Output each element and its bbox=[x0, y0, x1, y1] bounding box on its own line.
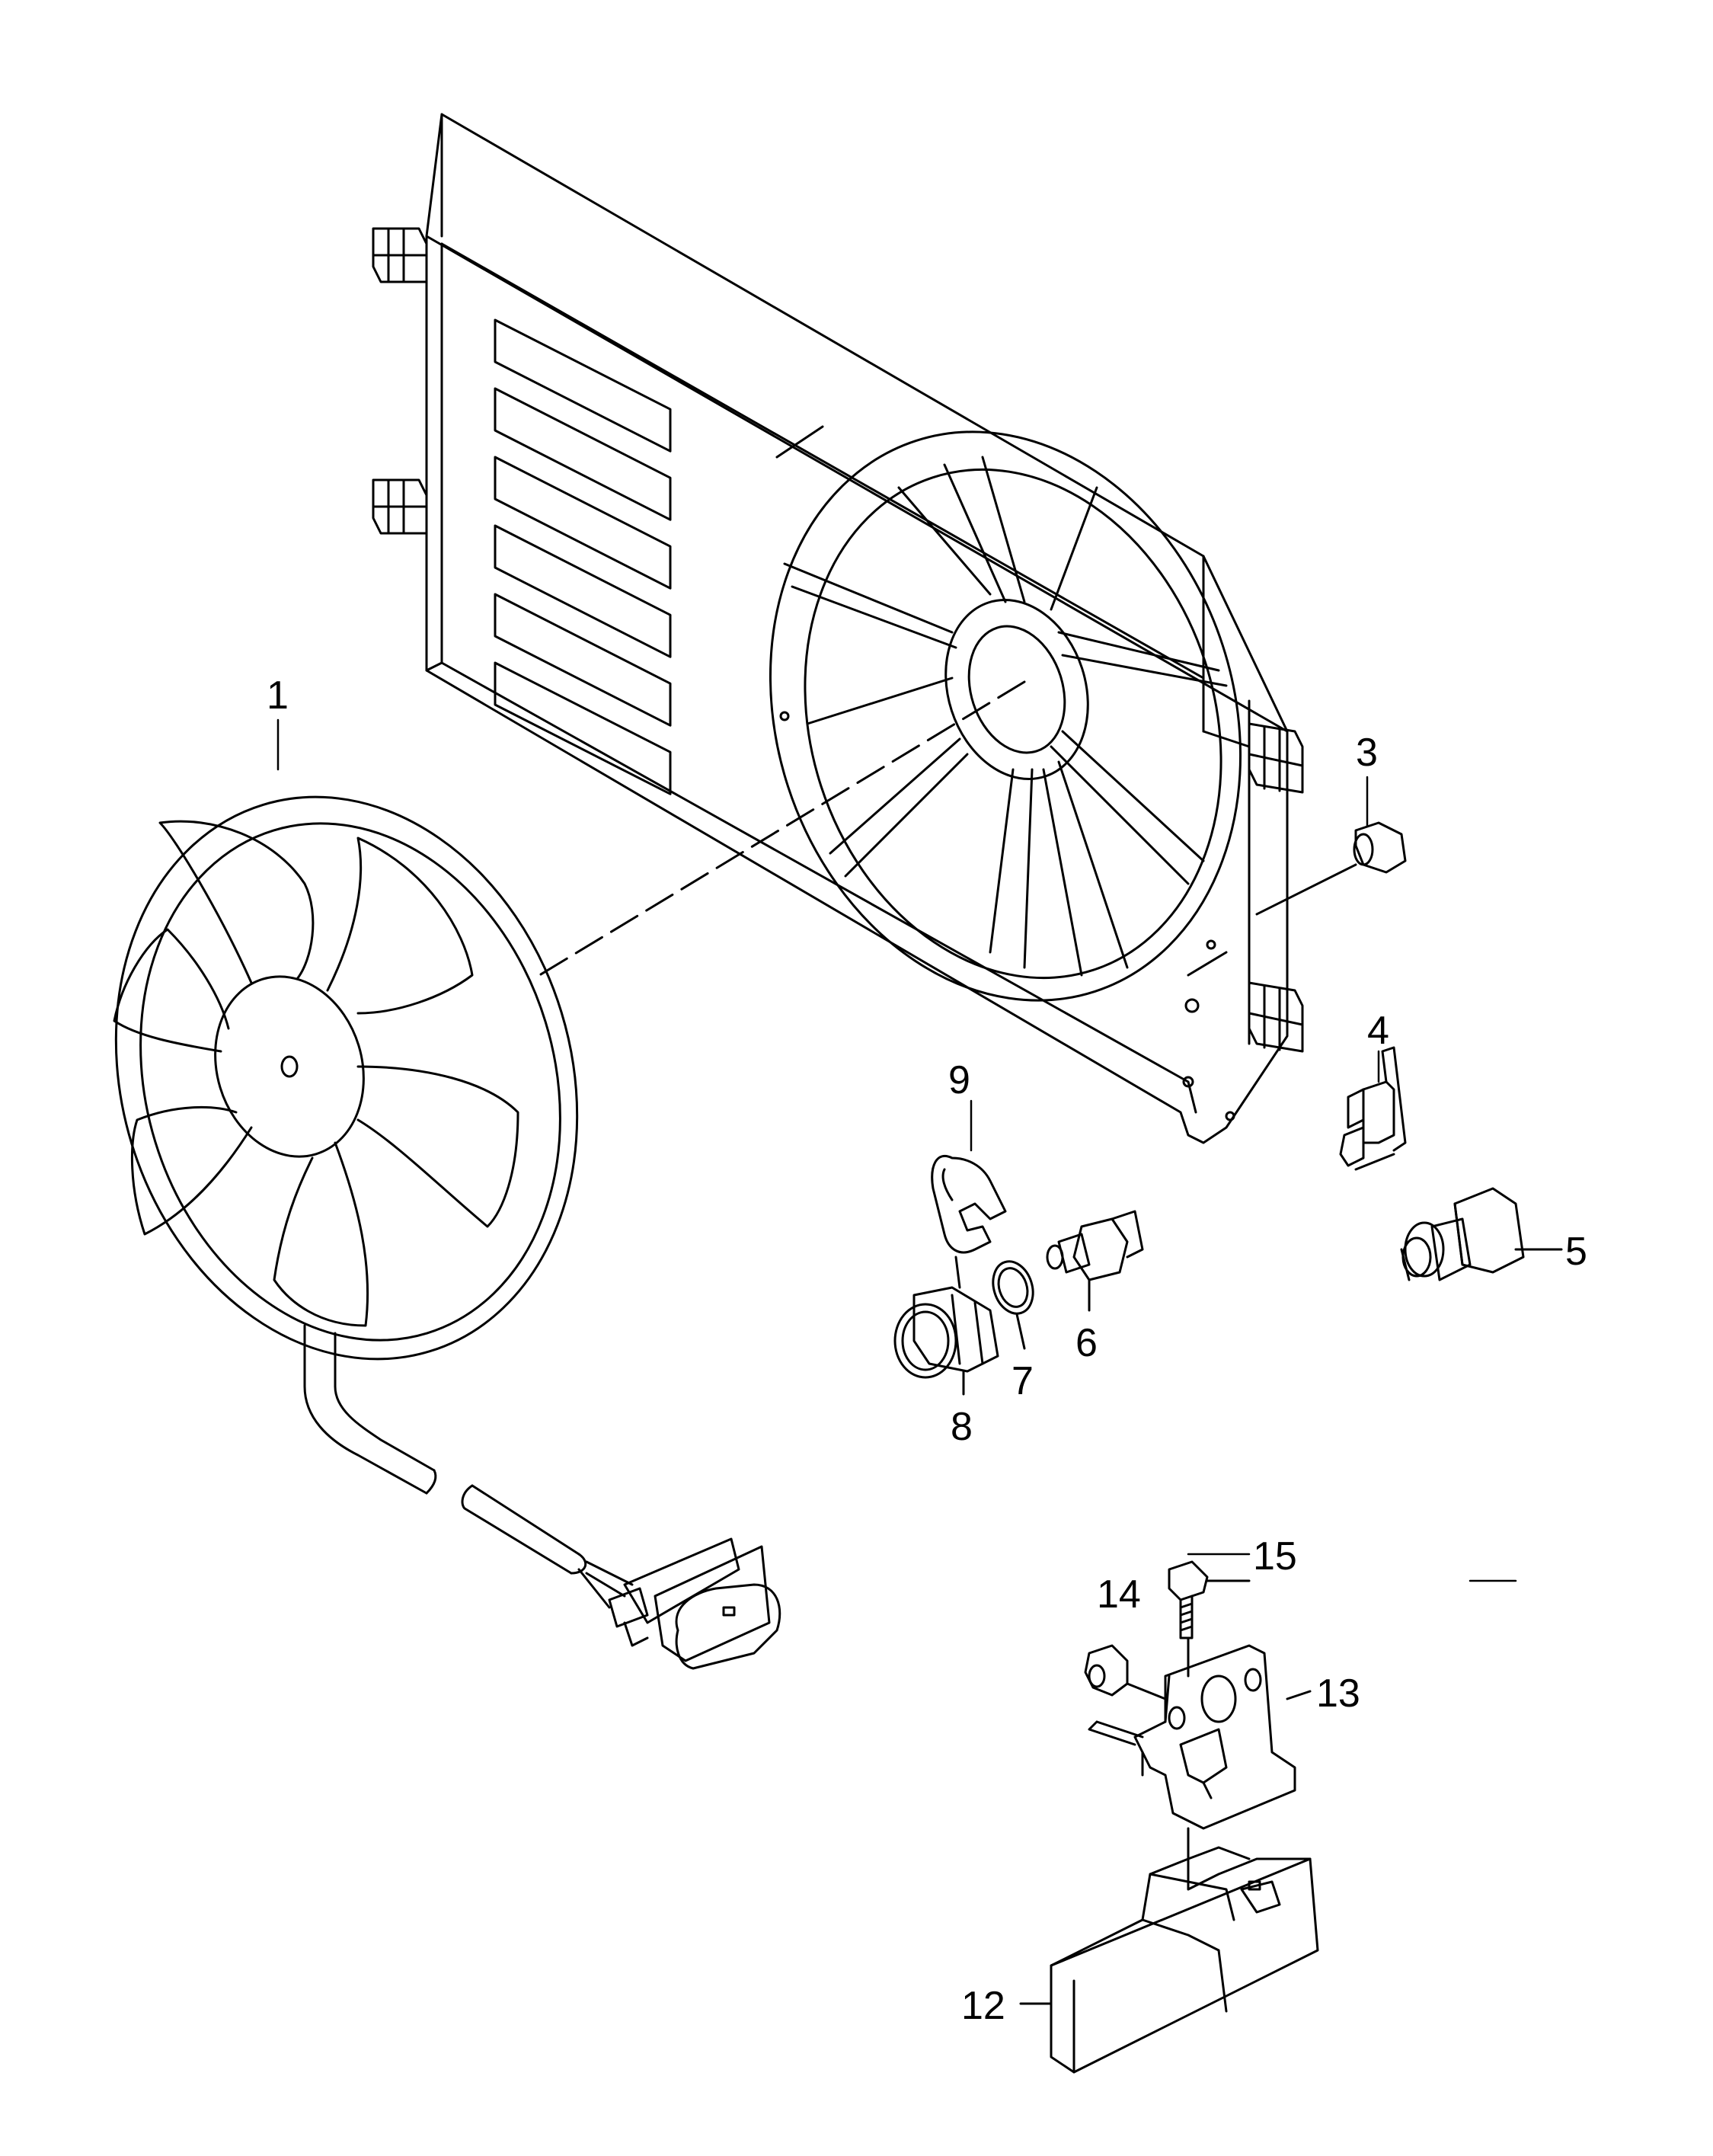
part-12-control-unit bbox=[1021, 1828, 1318, 2072]
part-3-nut bbox=[1257, 823, 1405, 914]
fan-connector bbox=[609, 1539, 780, 1668]
callout-7: 7 bbox=[1012, 1359, 1034, 1403]
part-15-bolt bbox=[1169, 1562, 1249, 1676]
fan-shroud bbox=[373, 114, 1312, 1143]
callout-labels: 1 3 4 5 6 7 8 9 12 13 14 15 bbox=[267, 673, 1587, 2028]
callout-12: 12 bbox=[961, 1984, 1005, 2028]
louver-slots bbox=[495, 320, 670, 794]
callout-8: 8 bbox=[951, 1405, 973, 1449]
part-7-o-ring bbox=[986, 1256, 1039, 1348]
callout-9: 9 bbox=[948, 1058, 970, 1102]
shroud-ring bbox=[698, 370, 1312, 1062]
cooling-fan bbox=[48, 739, 779, 1668]
part-9-retaining-clip bbox=[932, 1156, 1005, 1288]
part-14-nut bbox=[1085, 1646, 1165, 1699]
part-4-clip bbox=[1341, 1048, 1405, 1169]
part-5-switch bbox=[1401, 1188, 1561, 1280]
callout-14: 14 bbox=[1097, 1572, 1141, 1617]
right-mounting-tabs bbox=[1249, 724, 1302, 1051]
fan-blades bbox=[114, 821, 518, 1326]
leader-lines bbox=[276, 718, 1517, 1582]
assembly-axis-line bbox=[532, 680, 1026, 980]
callout-13: 13 bbox=[1316, 1671, 1360, 1716]
callout-6: 6 bbox=[1075, 1321, 1098, 1365]
fan-cable bbox=[305, 1326, 427, 1493]
part-6-sensor bbox=[1047, 1211, 1143, 1310]
shroud-struts bbox=[785, 457, 1226, 975]
callout-4: 4 bbox=[1367, 1009, 1389, 1053]
left-mounting-tabs bbox=[373, 229, 427, 533]
callout-3: 3 bbox=[1356, 731, 1378, 775]
callout-1: 1 bbox=[267, 673, 289, 718]
part-13-bracket bbox=[1089, 1646, 1310, 1828]
callout-15: 15 bbox=[1253, 1534, 1297, 1579]
callout-5: 5 bbox=[1565, 1230, 1587, 1274]
part-8-adapter bbox=[895, 1288, 998, 1394]
